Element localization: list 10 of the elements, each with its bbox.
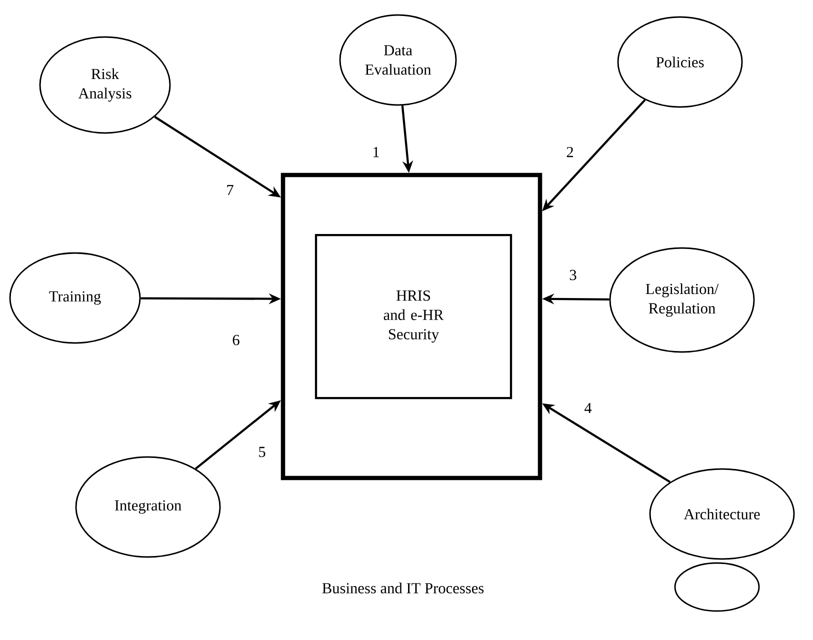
legend-label: Business and IT Processes	[322, 582, 484, 594]
edge-label: 5	[256, 446, 268, 458]
security-frame	[280, 172, 542, 480]
security-box: HRIS and e-HR Security	[314, 234, 512, 400]
edge-label: 6	[230, 334, 242, 346]
edge-label: 3	[568, 268, 578, 282]
edge-label: 7	[224, 184, 236, 196]
edge-label: 2	[564, 146, 576, 158]
edge-label: 4	[582, 402, 594, 414]
edge-label: 1	[370, 146, 382, 158]
